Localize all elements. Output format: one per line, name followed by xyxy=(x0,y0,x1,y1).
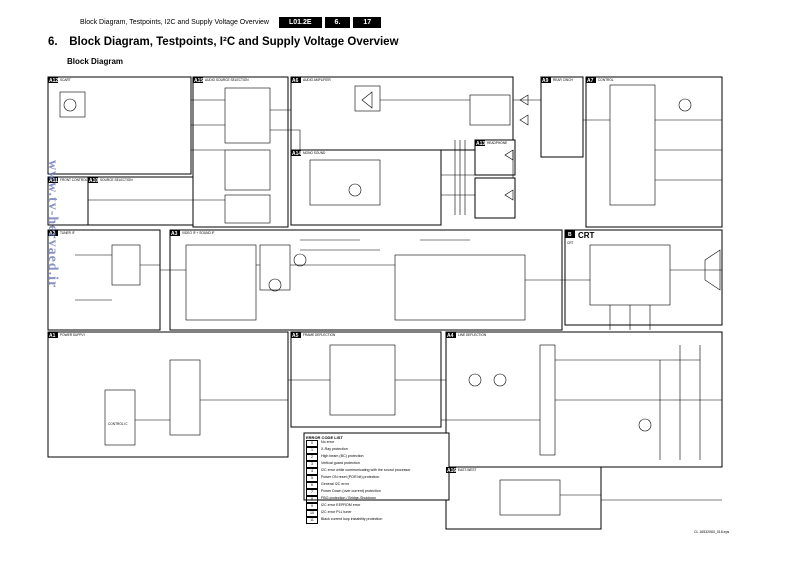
crt-label: CRT xyxy=(578,231,595,240)
title-a2: TUNER IF xyxy=(60,231,75,235)
title-a11: FRONT CONTROL xyxy=(60,178,88,182)
block-a14 xyxy=(290,149,442,226)
title-a13: HEADPHONE xyxy=(487,141,507,145)
tag-a9: A9 xyxy=(542,78,549,84)
control-ic-label: CONTROL IC xyxy=(108,422,128,426)
tag-a7: A7 xyxy=(587,78,594,84)
tag-a14: A14 xyxy=(292,151,301,157)
tag-b: B xyxy=(568,232,572,238)
section-number: 6. xyxy=(48,36,58,48)
title-a16: EAST-WEST xyxy=(458,468,476,472)
tag-a11: A11 xyxy=(49,178,58,184)
header-title: Block Diagram, Testpoints, I2C and Suppl… xyxy=(80,18,269,26)
tag-a3: A3 xyxy=(171,231,178,237)
block-a16 xyxy=(445,466,602,530)
block-a13b xyxy=(474,177,516,219)
title-a14: MONO SOUND xyxy=(303,151,326,155)
block-a12 xyxy=(47,76,192,175)
header-page: 17 xyxy=(353,16,382,28)
error-code-table xyxy=(303,432,450,501)
block-a11 xyxy=(47,176,89,226)
tag-a13: A13 xyxy=(476,141,485,147)
tag-a5: A5 xyxy=(292,333,299,339)
tag-a4: A4 xyxy=(447,333,454,339)
block-a3 xyxy=(169,229,563,331)
block-a15 xyxy=(192,76,289,228)
block-a9 xyxy=(540,76,584,158)
block-a2 xyxy=(47,229,161,331)
block-a5 xyxy=(290,331,442,428)
tag-a10: A10 xyxy=(89,178,98,184)
tag-a12: A12 xyxy=(49,78,58,84)
block-b xyxy=(564,229,723,326)
subheading: Block Diagram xyxy=(67,57,124,66)
title-a5: FRAME DEFLECTION xyxy=(303,333,336,337)
block-a7 xyxy=(585,76,723,228)
header-section: 6. xyxy=(324,16,351,28)
block-a10 xyxy=(87,176,194,226)
tag-a1: A1 xyxy=(49,333,56,339)
title-a6: AUDIO AMPLIFIER xyxy=(303,78,331,82)
tag-a15: A15 xyxy=(194,78,203,84)
tag-a2: A2 xyxy=(49,231,56,237)
title-a12: SCART xyxy=(60,78,71,82)
tag-a6: A6 xyxy=(292,78,299,84)
title-a15: AUDIO SOURCE SELECTION xyxy=(205,78,249,82)
title-a1: POWER SUPPLY xyxy=(60,333,86,337)
block-a6 xyxy=(290,76,514,151)
block-a1 xyxy=(47,331,289,458)
block-a4 xyxy=(445,331,723,468)
title-a4: LINE DEFLECTION xyxy=(458,333,487,337)
header-chassis: L01.2E xyxy=(278,16,322,28)
watermark: www.tv-hervaed.ir xyxy=(45,160,60,289)
tag-a16: A16 xyxy=(447,468,456,474)
section-title: Block Diagram, Testpoints, I²C and Suppl… xyxy=(69,36,399,48)
error-code-title: ERROR CODE LIST xyxy=(306,435,343,440)
footer-code: CL 16532060_016.eps xyxy=(694,530,730,534)
title-b: CRT xyxy=(567,241,574,245)
title-a10: SOURCE SELECTION xyxy=(100,178,133,182)
page-header: Block Diagram, Testpoints, I2C and Suppl… xyxy=(80,16,384,28)
page-title: 6. Block Diagram, Testpoints, I²C and Su… xyxy=(48,36,399,48)
title-a9: REAR CINCH xyxy=(553,78,574,82)
title-a3: VIDEO IF + SOUND IF xyxy=(182,231,215,235)
title-a7: CONTROL xyxy=(598,78,614,82)
